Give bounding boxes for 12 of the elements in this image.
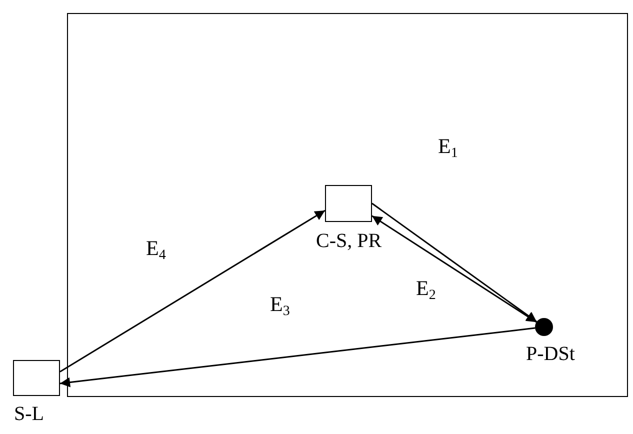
edge-label: E$_{1}$: [438, 134, 458, 158]
box: [67, 13, 628, 397]
node-caption: C-S, PR: [316, 229, 382, 253]
arrow: [60, 327, 536, 388]
box: [13, 360, 60, 396]
edge-label: E$_{4}$: [146, 236, 166, 260]
edge-label: E$_{3}$: [270, 292, 290, 316]
box: [325, 185, 372, 222]
node-caption: S-L: [14, 402, 44, 426]
node-caption: P-DSt: [526, 342, 575, 366]
edge-label: E$_{2}$: [416, 276, 436, 300]
arrow: [60, 210, 326, 372]
